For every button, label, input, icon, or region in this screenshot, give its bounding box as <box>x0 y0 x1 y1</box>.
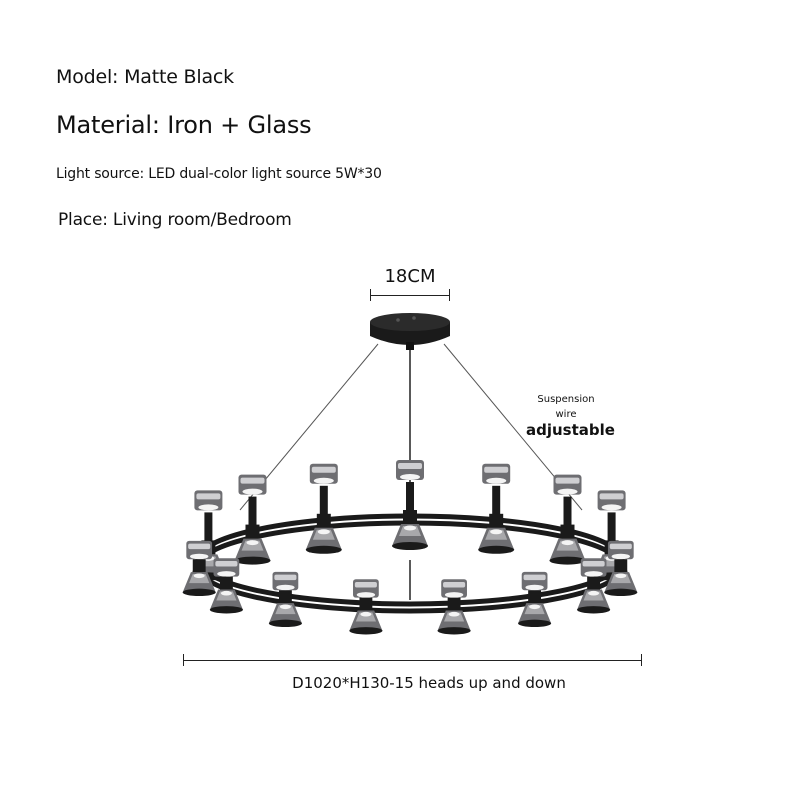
lamp-head <box>577 558 611 614</box>
lamp-head <box>518 571 552 628</box>
diameter-dimension-tick-right <box>641 654 642 666</box>
canopy-dimension-line <box>370 295 450 296</box>
spec-material: Material: Iron + Glass <box>56 111 312 139</box>
canopy-width-label: 18CM <box>384 266 436 287</box>
lamp-head <box>234 474 271 565</box>
spec-light-source: Light source: LED dual-color light sourc… <box>56 166 382 182</box>
suspension-note: Suspension wire adjustable <box>526 392 615 439</box>
spec-place: Place: Living room/Bedroom <box>58 210 292 230</box>
diameter-dimension-tick-left <box>183 654 184 666</box>
canopy <box>370 313 450 350</box>
lamp-head <box>604 540 638 597</box>
overall-dimension-label: D1020*H130-15 heads up and down <box>292 674 566 692</box>
suspension-note-line3: adjustable <box>526 421 615 439</box>
suspension-note-line2: wire <box>555 409 577 420</box>
lamp-head <box>305 463 342 554</box>
diameter-dimension-line <box>183 660 641 661</box>
canopy-dimension-tick-right <box>449 289 450 301</box>
lamp-head <box>182 540 216 597</box>
lamp-head <box>437 579 471 635</box>
lamp-heads <box>182 460 638 635</box>
spec-model: Model: Matte Black <box>56 66 234 88</box>
lamp-head <box>392 460 428 550</box>
lamp-head <box>268 571 302 628</box>
lamp-head <box>209 558 243 614</box>
suspension-note-line1: Suspension <box>537 394 595 405</box>
lamp-head <box>478 463 515 554</box>
lamp-head <box>349 579 383 635</box>
lamp-head <box>549 474 586 565</box>
canopy-dimension-tick-left <box>370 289 371 301</box>
